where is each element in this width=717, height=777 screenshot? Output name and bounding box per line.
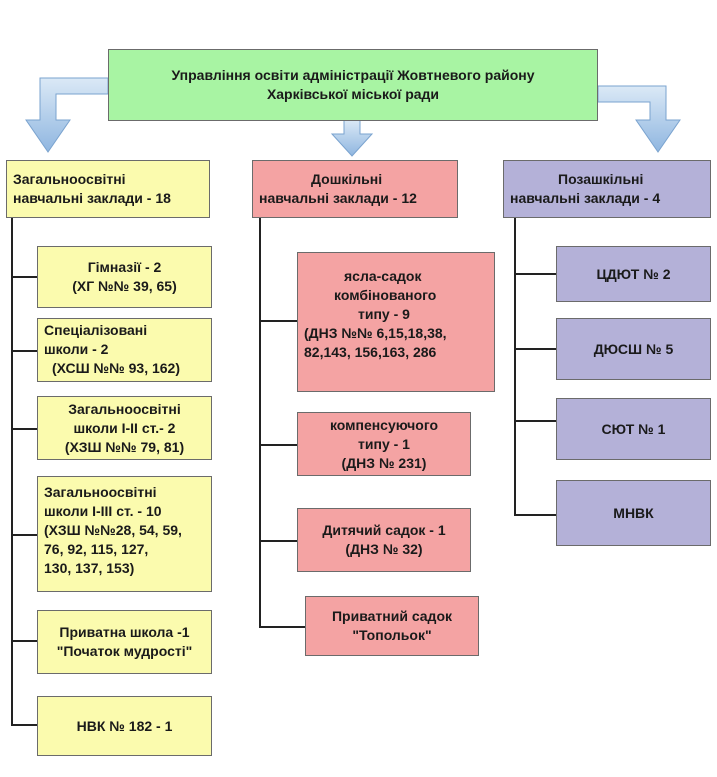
root-box: Управління освіти адміністрації Жовтнево…	[108, 49, 598, 121]
connector	[11, 724, 37, 726]
item-private-school: Приватна школа -1 "Початок мудрості"	[37, 610, 212, 674]
item-cdyut-2: ЦДЮТ № 2	[556, 246, 711, 302]
connector	[514, 420, 556, 422]
header-preschool: Дошкільні навчальні заклади - 12	[252, 160, 458, 218]
item-schools-1-2: Загальноосвітні школи І-ІІ ст.- 2 (ХЗШ №…	[37, 396, 212, 460]
connector	[514, 514, 556, 516]
item-syut-1: СЮТ № 1	[556, 398, 711, 460]
connector	[11, 534, 37, 536]
item-nvk-182: НВК № 182 - 1	[37, 696, 212, 756]
connector	[259, 320, 297, 322]
connector	[259, 540, 297, 542]
connector-col3-vertical	[514, 218, 516, 516]
item-nursery-combined: ясла-садок комбінованого типу - 9 (ДНЗ №…	[297, 252, 495, 392]
connector-col2-vertical	[259, 218, 261, 628]
item-kindergarten-32: Дитячий садок - 1 (ДНЗ № 32)	[297, 508, 471, 572]
connector	[259, 626, 305, 628]
item-compensating: компенсуючого типу - 1 (ДНЗ № 231)	[297, 412, 471, 476]
connector	[259, 444, 297, 446]
connector	[11, 428, 37, 430]
root-title-line1: Управління освіти адміністрації Жовтнево…	[171, 67, 535, 83]
connector	[514, 273, 556, 275]
connector	[11, 350, 37, 352]
root-title-line2: Харківської міської ради	[266, 86, 440, 102]
item-dyussh-5: ДЮСШ № 5	[556, 318, 711, 380]
header-general-schools: Загальноосвітні навчальні заклади - 18	[6, 160, 210, 218]
connector	[11, 640, 37, 642]
item-mnvk: МНВК	[556, 480, 711, 546]
item-schools-1-3: Загальноосвітні школи І-ІІІ ст. - 10 (ХЗ…	[37, 476, 212, 592]
connector	[514, 348, 556, 350]
connector-col1-vertical	[11, 218, 13, 726]
header-extracurricular: Позашкільні навчальні заклади - 4	[503, 160, 711, 218]
item-specialized-schools: Спеціалізовані школи - 2 (ХСШ №№ 93, 162…	[37, 318, 212, 382]
connector	[11, 276, 37, 278]
item-private-kindergarten: Приватний садок "Топольок"	[305, 596, 479, 656]
item-gymnasiums: Гімназії - 2 (ХГ №№ 39, 65)	[37, 246, 212, 308]
